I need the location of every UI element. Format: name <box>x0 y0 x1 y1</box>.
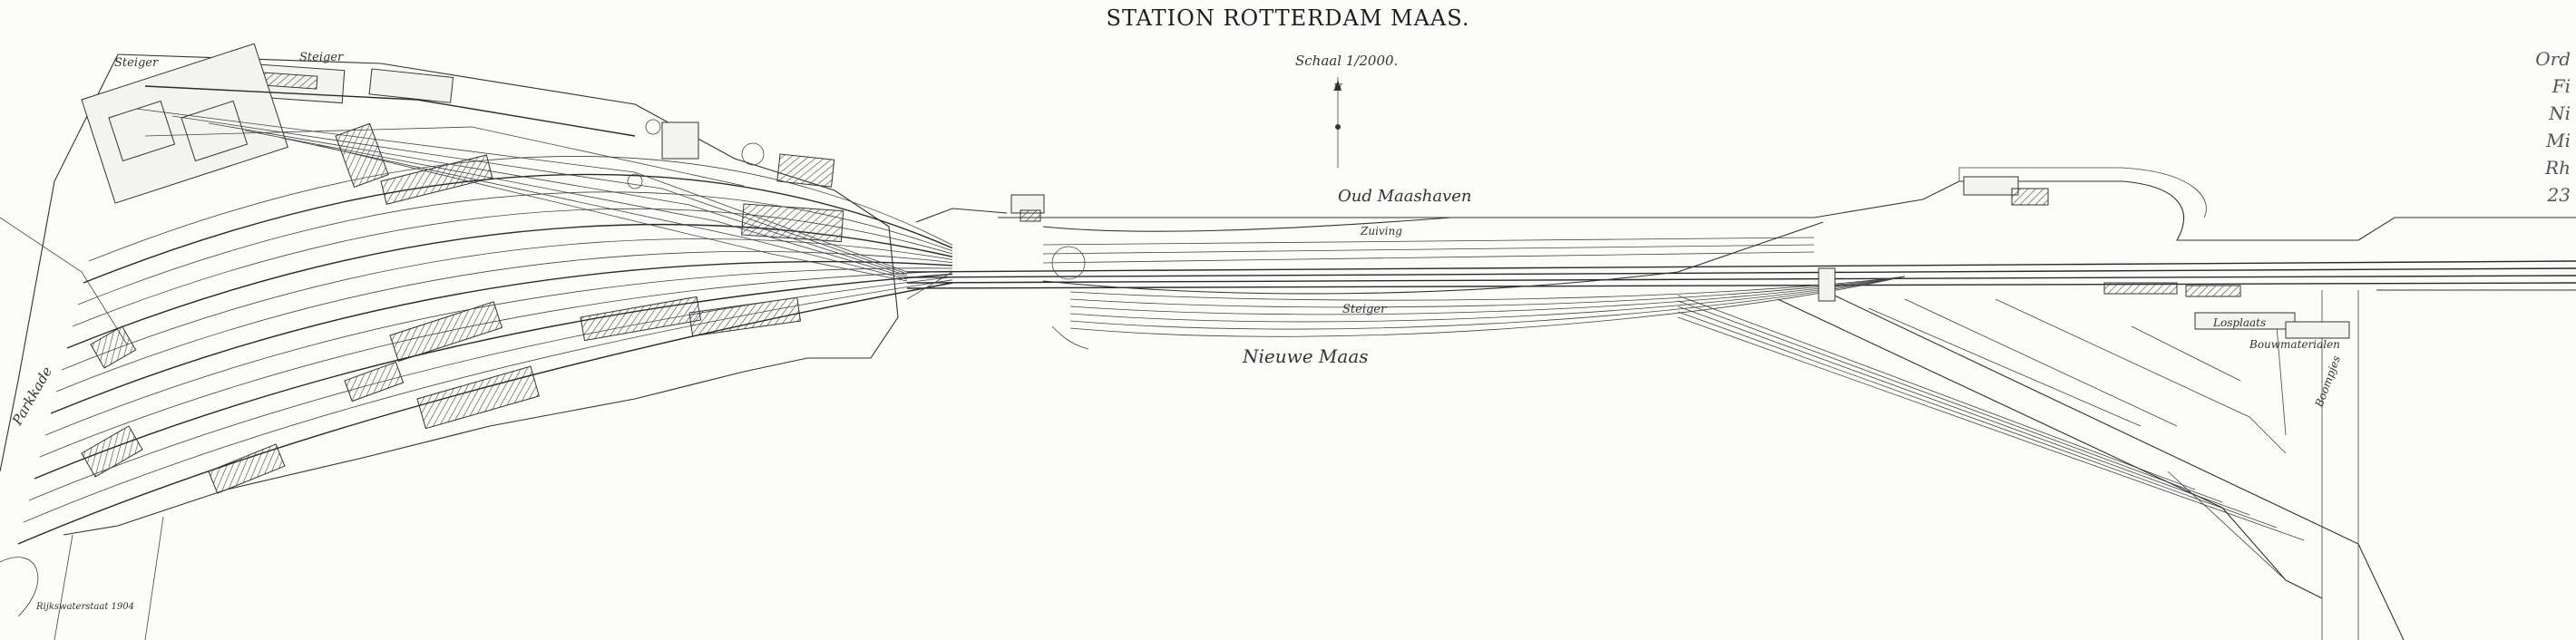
yard-track <box>17 282 953 545</box>
river-bank <box>906 208 1824 350</box>
label-losplaats: Losplaats <box>2212 316 2266 329</box>
right-quay <box>998 167 2576 640</box>
right-buildings <box>1010 176 2350 339</box>
margin-note-6: 23 <box>2547 184 2571 206</box>
siding-track <box>144 85 636 137</box>
label-water: Nieuwe Maas <box>1242 345 1369 367</box>
branch-track <box>1677 295 2196 490</box>
siding-track <box>135 108 908 273</box>
label-zuiving: Zuiving <box>1360 225 1402 238</box>
yard-track <box>50 260 953 414</box>
main-track <box>906 267 2576 278</box>
loop-track <box>1069 276 1906 337</box>
label-oud-maashaven: Oud Maashaven <box>1338 187 1471 206</box>
upper-track <box>1042 237 1815 246</box>
margin-notes: Ord Fi Ni Mi Rh 23 <box>2529 45 2571 208</box>
siding-track <box>144 126 745 187</box>
margin-note-5: Rh <box>2545 157 2571 179</box>
margin-note-1: Ord <box>2535 48 2571 70</box>
yard-track <box>44 267 953 436</box>
north-arrow-icon: N <box>1332 77 1342 168</box>
map-title: STATION ROTTERDAM MAAS. <box>1106 5 1470 31</box>
main-line-tracks <box>906 237 2576 541</box>
branch-track <box>1677 305 2250 516</box>
loop-track <box>1069 276 1906 315</box>
north-label: N <box>1332 82 1342 93</box>
yard-track <box>83 173 953 284</box>
loop-track <box>1069 276 1906 330</box>
left-yard-tracks <box>17 85 953 545</box>
margin-note-4: Mi <box>2546 130 2571 151</box>
yard-track <box>61 238 953 371</box>
label-boompjes: Boompjes <box>2312 354 2343 410</box>
siding-track <box>208 122 908 276</box>
siding-track <box>171 115 908 275</box>
loop-track <box>1069 276 1906 301</box>
label-steiger-3: Steiger <box>1342 303 1387 316</box>
loop-track <box>1069 276 1906 308</box>
left-yard-buildings <box>81 43 844 494</box>
corner-note: Rijkswaterstaat 1904 <box>35 602 134 612</box>
main-track <box>906 260 2576 273</box>
branch-track <box>1677 300 2223 503</box>
branch-track <box>1677 316 2305 541</box>
scale-label: Schaal 1/2000. <box>1295 53 1399 69</box>
loop-track <box>1069 276 1906 323</box>
siding-track <box>317 144 908 282</box>
upper-track <box>1042 244 1815 255</box>
yard-track <box>77 191 953 305</box>
yard-track <box>88 156 953 262</box>
siding-track <box>244 130 908 278</box>
yard-track <box>72 208 953 327</box>
margin-note-3: Ni <box>2549 102 2571 124</box>
upper-track <box>1042 251 1815 264</box>
label-bouwmaterialen: Bouwmaterialen <box>2249 338 2340 351</box>
siding-track <box>280 137 908 280</box>
left-quay <box>0 53 899 640</box>
label-steiger-2: Steiger <box>299 51 344 64</box>
label-steiger-1: Steiger <box>114 56 159 70</box>
yard-track <box>39 270 953 458</box>
yard-track <box>66 223 953 349</box>
margin-note-2: Fi <box>2552 75 2571 97</box>
yard-track <box>34 273 953 480</box>
branch-track <box>1677 311 2278 528</box>
main-track <box>906 282 2576 289</box>
yard-track <box>28 276 953 501</box>
yard-track <box>23 279 953 523</box>
yard-track <box>55 251 953 393</box>
main-track <box>906 275 2576 284</box>
